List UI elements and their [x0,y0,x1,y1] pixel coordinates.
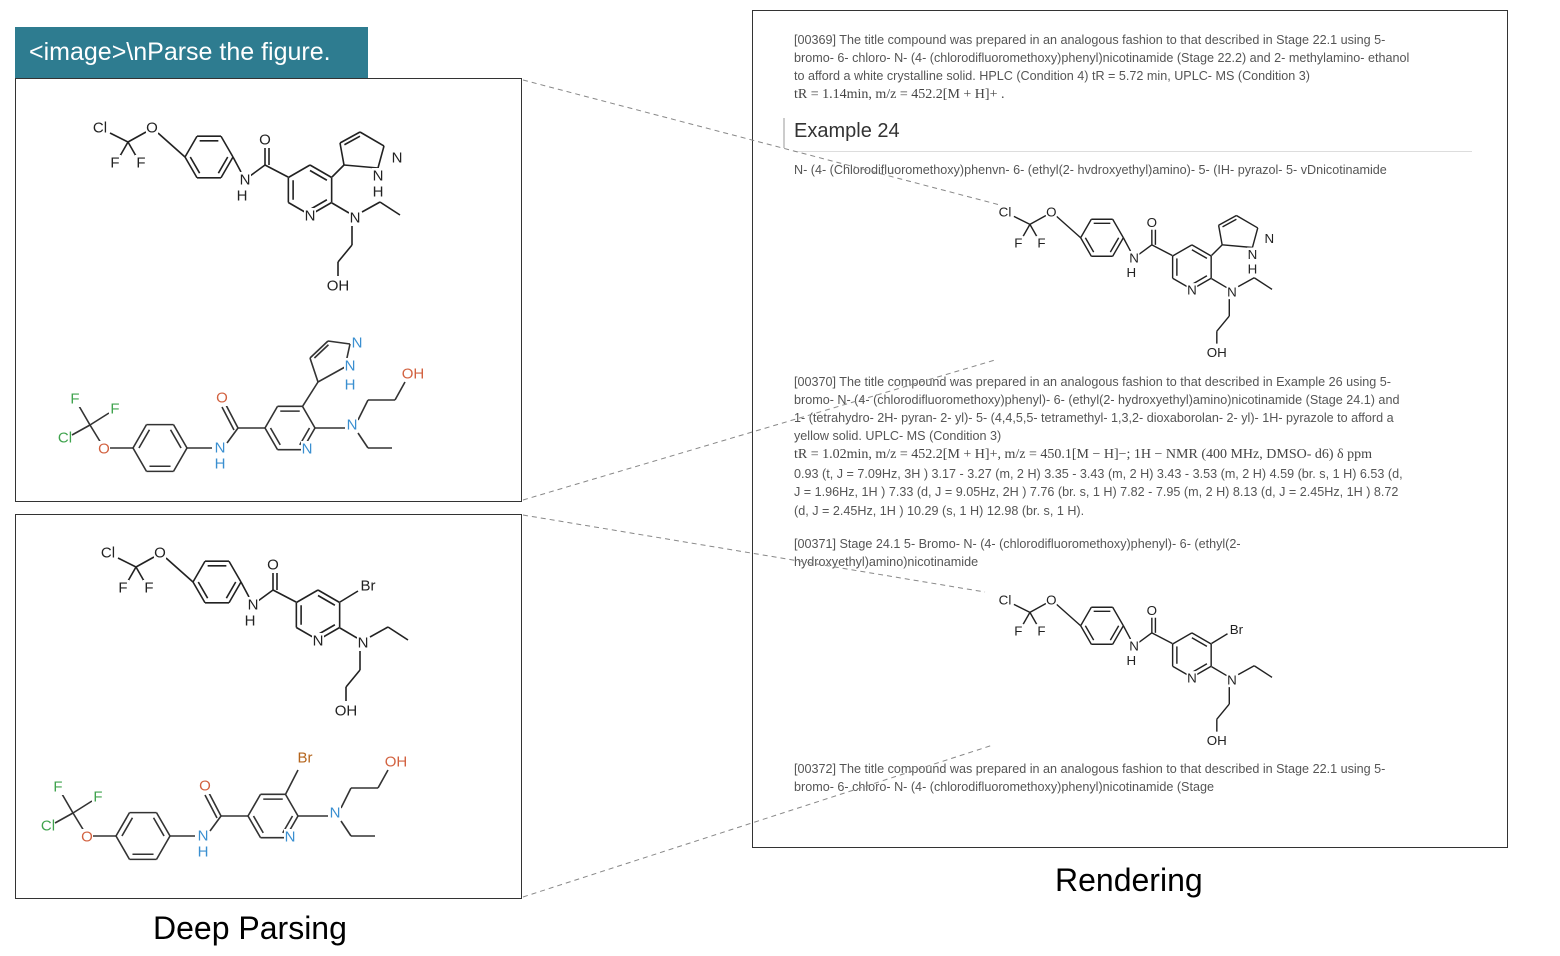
paragraph-00371-line: [00371] Stage 24.1 5- Bromo- N- (4- (chl… [794,537,1241,551]
paragraph-00369-line: to afford a white crystalline solid. HPL… [794,69,1310,83]
heading-divider [794,151,1472,152]
paragraph-00372-line: [00372] The title compound was prepared … [794,762,1386,776]
example-compound-name: N- (4- (Chlorodifluoromethoxy)phenvn- 6-… [794,163,1387,177]
paragraph-00370-line: bromo- N- (4- (chlorodifluoromethoxy)phe… [794,393,1400,407]
deep-parsing-panel-bromo [15,514,522,899]
paragraph-00370-line: 1- (tetrahydro- 2H- pyran- 2- yl)- 5- (4… [794,411,1394,425]
prompt-label: <image>\nParse the figure. [15,27,368,78]
paragraph-00370-line: yellow solid. UPLC- MS (Condition 3) [794,429,1002,443]
caption-deep-parsing: Deep Parsing [153,910,347,946]
paragraph-00370-line: J = 1.96Hz, 1H ) 7.33 (d, J = 9.05Hz, 2H… [794,485,1399,499]
paragraph-00369-line: bromo- 6- chloro- N- (4- (chlorodifluoro… [794,51,1410,65]
paragraph-00369-line: tR = 1.14min, m/z = 452.2[M + H]+ . [794,87,1005,102]
paragraph-00372-line: bromo- 6- chloro- N- (4- (chlorodifluoro… [794,780,1214,794]
caption-rendering: Rendering [1055,862,1203,898]
paragraph-00370-line: (d, J = 2.45Hz, 1H ) 10.29 (s, 1 H) 12.9… [794,504,1085,518]
deep-parsing-panel-pyrazole [15,78,522,502]
example-heading: Example 24 [794,120,900,142]
paragraph-00369-line: [00369] The title compound was prepared … [794,33,1386,47]
paragraph-00370-line: 0.93 (t, J = 7.09Hz, 3H ) 3.17 - 3.27 (m… [794,467,1403,481]
paragraph-00370-line: [00370] The title compound was prepared … [794,375,1391,389]
paragraph-00370-line: tR = 1.02min, m/z = 452.2[M + H]+, m/z =… [794,447,1373,462]
paragraph-00371-line: hydroxyethyl)amino)nicotinamide [794,555,979,569]
heading-bar [783,118,785,148]
